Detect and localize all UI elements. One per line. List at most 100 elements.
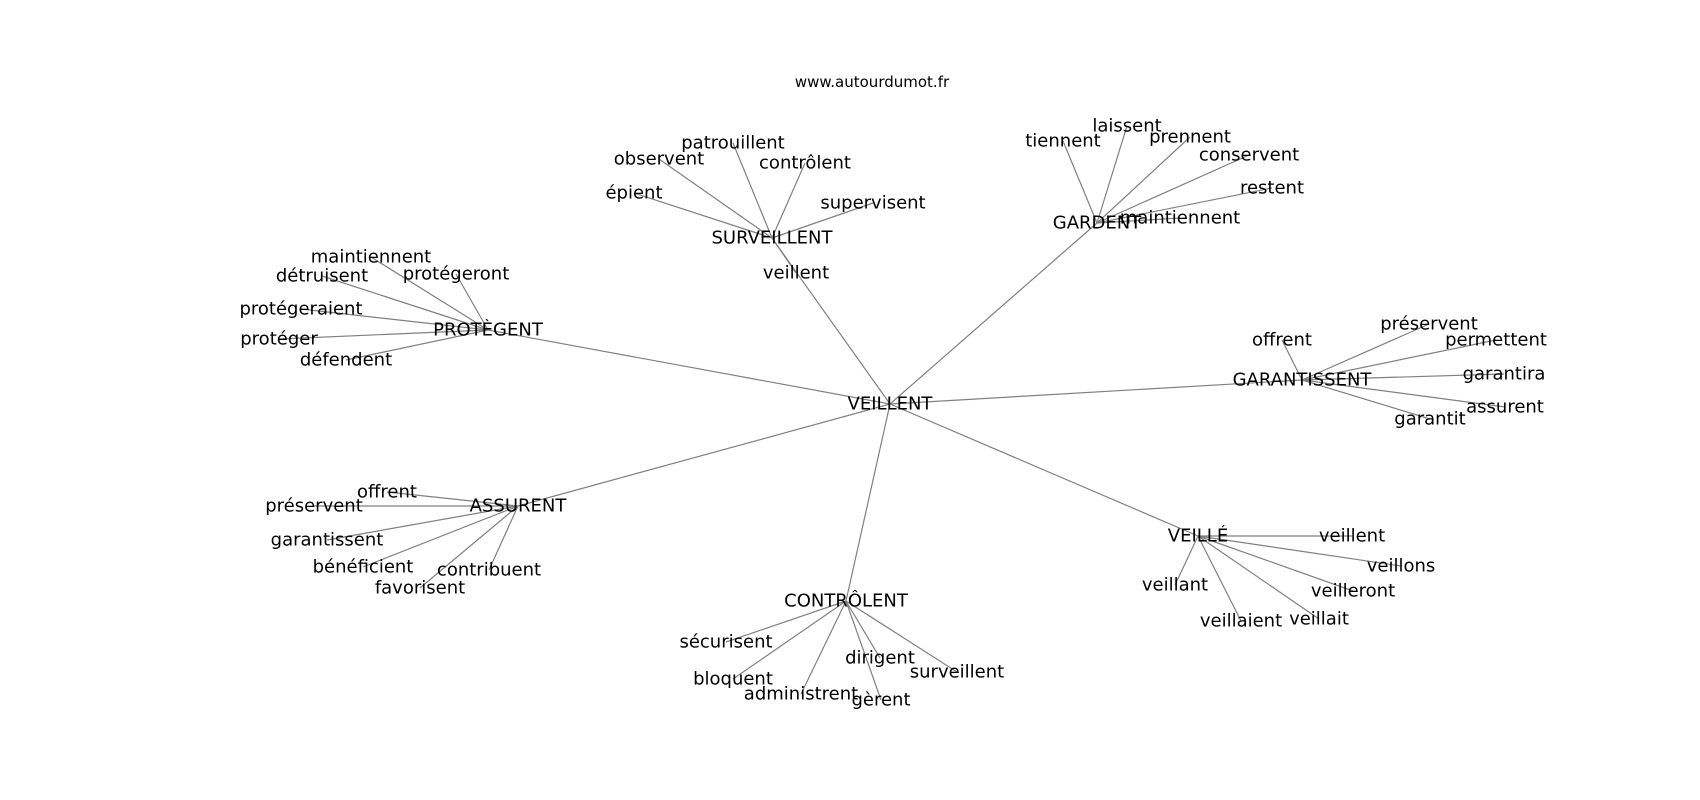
graph-labels: VEILLENT SURVEILLENT patrouillentobservent… xyxy=(239,116,1546,711)
edge-hub-leaf xyxy=(1301,379,1506,408)
leaf-node-label[interactable]: offrent xyxy=(1252,330,1312,351)
leaf-node-label[interactable]: conservent xyxy=(1199,145,1299,166)
edge-hub-leaf xyxy=(1197,535,1242,622)
edge-hub-leaf xyxy=(278,329,489,340)
leaf-node-label[interactable]: supervisent xyxy=(820,193,925,214)
edge-hub-leaf xyxy=(845,600,958,673)
edge-hub-leaf xyxy=(1301,373,1505,381)
hub-node-label[interactable]: GARDENT xyxy=(1053,213,1142,234)
leaf-node-label[interactable]: protégeraient xyxy=(239,299,362,320)
graph-edges xyxy=(278,125,1506,701)
edge-hub-leaf xyxy=(1197,535,1320,620)
edge-hub-leaf xyxy=(1174,535,1199,586)
edge-hub-leaf xyxy=(419,505,519,589)
leaf-node-label[interactable]: défendent xyxy=(300,350,392,371)
edge-hub-leaf xyxy=(326,505,519,541)
leaf-node-label[interactable]: protégeront xyxy=(403,264,510,285)
leaf-node-label[interactable]: favorisent xyxy=(375,578,465,599)
edge-hub-leaf xyxy=(1096,187,1273,224)
leaf-node-label[interactable]: permettent xyxy=(1445,330,1547,351)
edge-hub-leaf xyxy=(321,275,489,331)
leaf-node-label[interactable]: détruisent xyxy=(276,266,368,287)
edge-hub-leaf xyxy=(386,491,519,507)
edge-root-hub xyxy=(889,222,1098,405)
leaf-node-label[interactable]: veilleront xyxy=(1311,581,1395,602)
hub-node-label[interactable]: ASSURENT xyxy=(470,496,568,517)
edge-hub-leaf xyxy=(1197,535,1402,567)
leaf-node-label[interactable]: dirigent xyxy=(845,648,915,669)
leaf-node-label[interactable]: assurent xyxy=(1466,397,1544,418)
leaf-node-label[interactable]: contrôlent xyxy=(759,153,851,174)
edge-hub-leaf xyxy=(1096,125,1128,224)
edge-hub-leaf xyxy=(455,273,489,331)
leaf-node-label[interactable]: administrent xyxy=(744,684,858,705)
edge-root-hub xyxy=(517,403,891,507)
hub-node-label[interactable]: GARANTISSENT xyxy=(1233,370,1373,391)
hub-node-label[interactable]: SURVEILLENT xyxy=(711,228,833,249)
leaf-node-label[interactable]: préservent xyxy=(1380,314,1478,335)
edge-hub-leaf xyxy=(771,237,797,274)
edge-hub-leaf xyxy=(1096,154,1250,224)
leaf-node-label[interactable]: bénéficient xyxy=(313,557,414,578)
edge-hub-leaf xyxy=(1197,535,1354,592)
leaf-node-label[interactable]: sécurisent xyxy=(679,632,772,653)
edge-hub-leaf xyxy=(771,162,806,239)
leaf-node-label[interactable]: veillaient xyxy=(1200,611,1282,632)
edge-hub-leaf xyxy=(1062,140,1098,224)
root-node-label[interactable]: VEILLENT xyxy=(848,394,934,415)
leaf-node-label[interactable]: garantissent xyxy=(271,530,384,551)
leaf-node-label[interactable]: épient xyxy=(605,183,662,204)
edge-root-hub xyxy=(889,403,1199,537)
edge-hub-leaf xyxy=(362,505,519,568)
edge-hub-leaf xyxy=(370,256,489,331)
leaf-node-label[interactable]: laissent xyxy=(1092,116,1161,137)
edge-hub-leaf xyxy=(658,158,773,239)
edge-hub-leaf xyxy=(345,329,489,361)
leaf-node-label[interactable]: restent xyxy=(1240,178,1304,199)
hub-node-label[interactable]: PROTÈGENT xyxy=(433,319,544,341)
source-url: www.autourdumot.fr xyxy=(795,73,950,91)
leaf-node-label[interactable]: bloquent xyxy=(693,669,773,690)
edge-hub-leaf xyxy=(845,600,881,659)
edge-hub-leaf xyxy=(732,142,773,239)
edge-hub-leaf xyxy=(1096,217,1181,224)
edge-hub-leaf xyxy=(300,308,489,331)
leaf-node-label[interactable]: contribuent xyxy=(437,560,541,581)
leaf-node-label[interactable]: prennent xyxy=(1149,127,1231,148)
edge-root-hub xyxy=(487,329,891,405)
leaf-node-label[interactable]: garantit xyxy=(1394,409,1465,430)
leaf-node-label[interactable]: maintiennent xyxy=(1120,208,1240,229)
edge-hub-leaf xyxy=(725,600,847,643)
edge-hub-leaf xyxy=(732,600,847,680)
edge-hub-leaf xyxy=(633,192,773,239)
hub-node-label[interactable]: CONTRÔLENT xyxy=(784,590,909,612)
edge-hub-leaf xyxy=(1096,136,1191,224)
leaf-node-label[interactable]: veillent xyxy=(1319,526,1385,547)
leaf-node-label[interactable]: offrent xyxy=(357,482,417,503)
leaf-node-label[interactable]: surveillent xyxy=(910,662,1004,683)
leaf-node-label[interactable]: veillait xyxy=(1289,609,1349,630)
edge-hub-leaf xyxy=(845,600,882,701)
hub-node-label[interactable]: VEILLÉ xyxy=(1168,525,1228,547)
leaf-node-label[interactable]: garantira xyxy=(1463,364,1546,385)
leaf-node-label[interactable]: patrouillent xyxy=(681,133,784,154)
leaf-node-label[interactable]: gèrent xyxy=(851,690,910,711)
edge-hub-leaf xyxy=(800,600,847,695)
leaf-node-label[interactable]: observent xyxy=(614,149,704,170)
leaf-node-label[interactable]: veillons xyxy=(1367,556,1436,577)
edge-hub-leaf xyxy=(488,505,519,571)
edge-hub-leaf xyxy=(1301,379,1431,420)
leaf-node-label[interactable]: protéger xyxy=(240,329,318,350)
edge-hub-leaf xyxy=(1281,339,1303,381)
edge-hub-leaf xyxy=(1301,323,1430,381)
leaf-node-label[interactable]: veillent xyxy=(763,263,829,284)
leaf-node-label[interactable]: veillant xyxy=(1142,575,1208,596)
edge-root-hub xyxy=(889,379,1303,405)
edge-hub-leaf xyxy=(1301,339,1497,381)
edge-root-hub xyxy=(845,403,891,602)
leaf-node-label[interactable]: préservent xyxy=(265,496,363,517)
leaf-node-label[interactable]: tiennent xyxy=(1025,131,1101,152)
leaf-node-label[interactable]: maintiennent xyxy=(311,247,431,268)
edge-hub-leaf xyxy=(771,202,874,239)
